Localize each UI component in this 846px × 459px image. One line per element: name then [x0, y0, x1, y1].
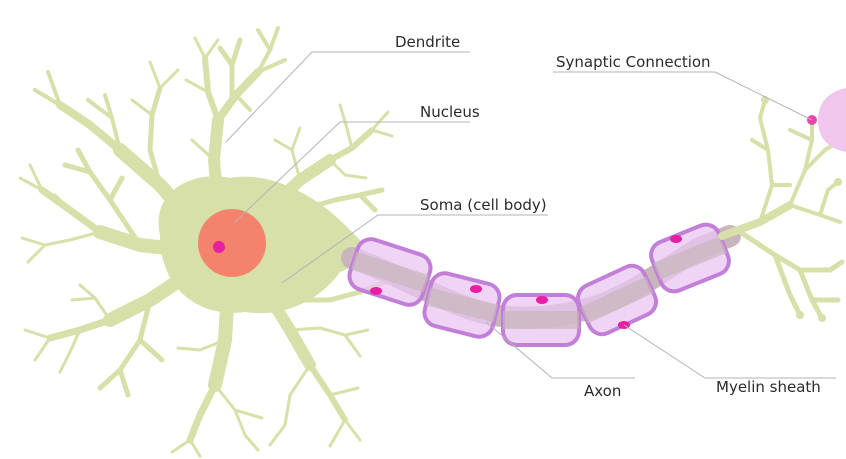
labels: Dendrite Nucleus Soma (cell body) Synapt…: [395, 33, 821, 400]
schwann-nucleus: [370, 287, 382, 295]
myelin-segment: [422, 270, 503, 339]
axon-label: Axon: [584, 382, 621, 400]
schwann-nucleus: [670, 235, 682, 243]
schwann-nucleus: [536, 296, 548, 304]
myelin-segment: [647, 220, 733, 295]
soma-label: Soma (cell body): [420, 196, 547, 214]
schwann-nucleus: [470, 285, 482, 293]
dendrite-label: Dendrite: [395, 33, 460, 51]
myelin-sheath: [346, 220, 733, 345]
nucleolus: [213, 241, 225, 253]
myelin-segment: [346, 236, 434, 309]
myelin-sheath-label: Myelin sheath: [716, 378, 821, 396]
nucleus-label: Nucleus: [420, 103, 480, 121]
nucleus: [198, 209, 266, 277]
synaptic-connection-label: Synaptic Connection: [556, 53, 711, 71]
